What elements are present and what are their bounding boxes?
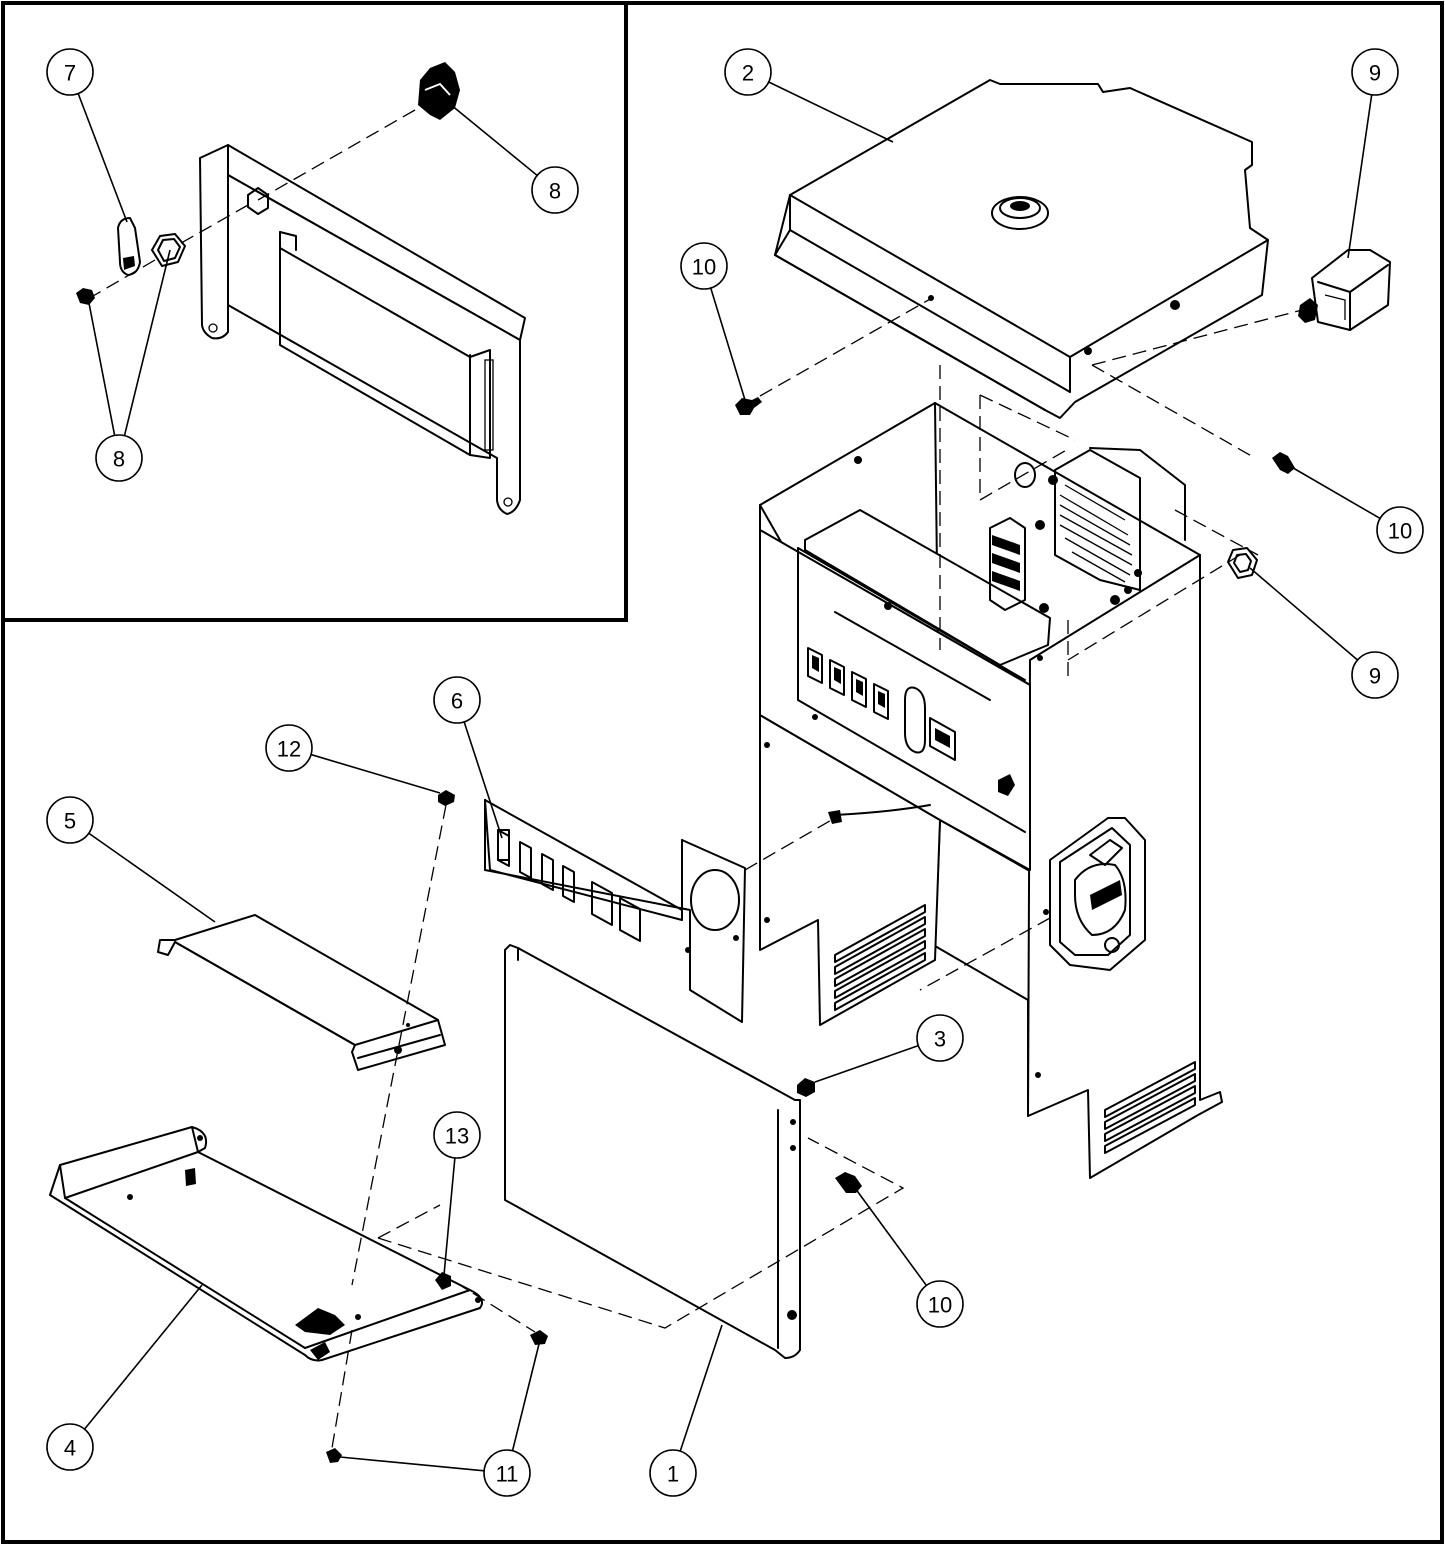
callout-number: 13	[445, 1124, 469, 1149]
screw-11-b	[326, 1448, 342, 1463]
bracket-5	[157, 914, 446, 1071]
back-vent	[1054, 449, 1141, 591]
callout-c10c: 10	[854, 1187, 964, 1328]
front-door	[504, 944, 810, 1359]
callout-number: 8	[549, 179, 561, 204]
washer-13	[435, 1272, 451, 1290]
callout-circle	[916, 1280, 964, 1328]
screw-right	[1272, 452, 1295, 474]
callout-leader	[339, 1456, 485, 1472]
callout-number: 3	[934, 1027, 946, 1052]
callout-circle	[649, 1449, 697, 1497]
callout-number: 9	[1369, 664, 1381, 689]
callout-circle	[531, 166, 579, 214]
callout-c5: 5	[46, 796, 216, 923]
callout-circle	[46, 1423, 94, 1471]
inset-frame	[3, 3, 628, 622]
callout-number: 11	[496, 1462, 519, 1487]
callout-number: 1	[667, 1462, 679, 1487]
callout-circle	[1376, 506, 1424, 554]
callout-leader	[1249, 567, 1359, 661]
circuit-breaker	[1298, 249, 1391, 331]
nut-3	[797, 1078, 815, 1097]
callout-leader	[463, 721, 503, 839]
callout-leader	[709, 287, 746, 401]
callout-number: 7	[64, 61, 76, 86]
callout-number: 10	[692, 255, 716, 280]
side-vent-left	[834, 904, 926, 1011]
callout-circle	[433, 676, 481, 724]
top-cover	[774, 79, 1269, 419]
callout-circle	[916, 1014, 964, 1062]
callout-c3: 3	[814, 1014, 964, 1083]
callout-c8b: 8	[87, 249, 171, 482]
callout-circle	[724, 48, 772, 96]
callout-circle	[46, 48, 94, 96]
callout-c10b: 10	[1287, 464, 1424, 554]
callout-c12: 12	[265, 724, 441, 794]
callout-circle	[265, 724, 313, 772]
callout-circle	[95, 434, 143, 482]
callout-number: 2	[742, 61, 754, 86]
callout-c6: 6	[433, 676, 503, 839]
callout-leader	[83, 1284, 203, 1430]
callout-c13: 13	[433, 1111, 481, 1276]
grommet-12	[438, 790, 455, 806]
screw-11-a	[530, 1330, 548, 1345]
callout-circle	[433, 1111, 481, 1159]
callout-c10a: 10	[680, 242, 746, 401]
callout-c2: 2	[724, 48, 894, 143]
assembly-lines	[331, 297, 1303, 1449]
callout-number: 10	[928, 1293, 952, 1318]
callout-number: 5	[64, 809, 76, 834]
callout-number: 4	[64, 1436, 76, 1461]
side-vent-right	[1104, 1061, 1196, 1154]
callout-leader	[814, 1044, 919, 1083]
tray-4	[49, 1126, 483, 1362]
callout-c11: 11	[339, 1339, 541, 1497]
callout-circle	[1351, 48, 1399, 96]
callout-circle	[46, 796, 94, 844]
callout-c9b: 9	[1249, 567, 1399, 699]
receptacle-box	[1049, 817, 1146, 971]
callout-leader	[88, 832, 216, 923]
callout-leader	[768, 81, 894, 143]
screw-top-left	[735, 397, 762, 415]
callout-leader	[123, 249, 171, 436]
callout-leader	[443, 1157, 456, 1276]
callout-number: 10	[1388, 519, 1412, 544]
callout-leader	[854, 1187, 928, 1286]
callout-number: 9	[1369, 61, 1381, 86]
callout-number: 6	[451, 689, 463, 714]
callout-leader	[77, 93, 128, 223]
callout-leader	[679, 1324, 723, 1452]
main-housing	[759, 402, 1223, 1179]
callout-leader	[1347, 94, 1373, 259]
callout-number: 12	[277, 737, 301, 762]
callout-c4: 4	[46, 1284, 203, 1471]
callout-circle	[1351, 651, 1399, 699]
callout-c9a: 9	[1347, 48, 1399, 259]
callout-leader	[444, 99, 538, 177]
callout-leader	[87, 297, 116, 436]
callout-leader	[1287, 464, 1381, 520]
callout-c8a: 8	[444, 99, 579, 214]
callout-leader	[511, 1339, 541, 1451]
screw-bottom	[835, 1172, 862, 1193]
callout-number: 8	[113, 447, 125, 472]
callout-c1: 1	[649, 1324, 723, 1497]
switch-plate	[484, 799, 746, 1023]
rocker-switches	[807, 647, 889, 720]
callout-circle	[680, 242, 728, 290]
callout-circle	[483, 1449, 531, 1497]
callout-c7: 7	[46, 48, 128, 223]
callout-leader	[310, 753, 441, 794]
inset-door-assembly	[76, 62, 526, 515]
ring-nut	[1227, 547, 1258, 579]
